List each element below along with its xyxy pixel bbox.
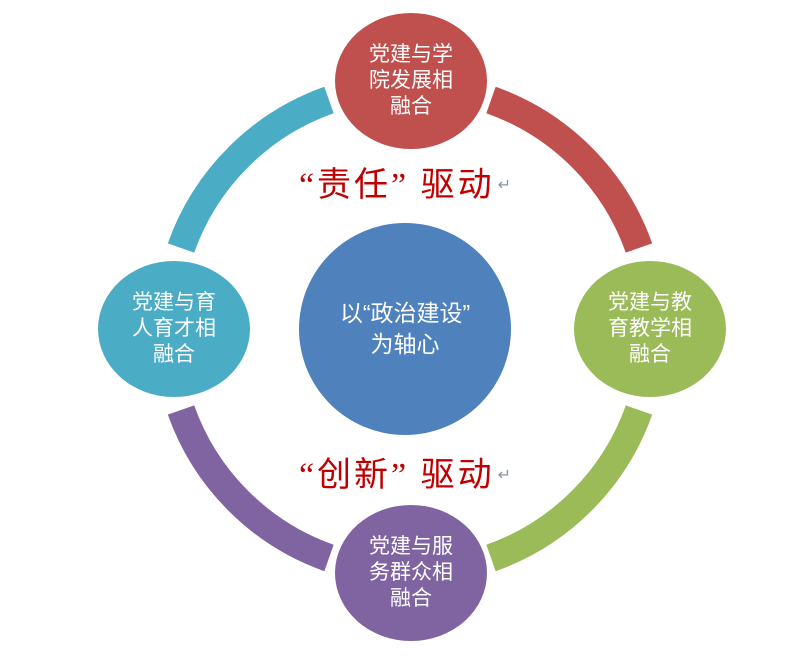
paragraph-mark-icon: ↵	[497, 465, 512, 484]
arc-right-to-bottom-icon	[486, 405, 653, 572]
center-text-line2: 为轴心	[370, 331, 440, 357]
node-right-text-line1: 党建与教	[608, 291, 692, 314]
node-top-circle: 党建与学 院发展相 融合	[335, 13, 487, 149]
node-bottom-text-line2: 务群众相	[369, 561, 453, 584]
arc-left-to-top-icon	[167, 86, 334, 253]
driver-label-innovation-text: “创新” 驱动	[298, 457, 495, 494]
node-bottom-text-line1: 党建与服	[369, 535, 453, 558]
arc-top-to-right-icon	[486, 86, 653, 253]
node-bottom-text-line3: 融合	[390, 587, 432, 610]
node-right-text-line2: 育教学相	[608, 317, 692, 340]
driver-label-responsibility-text: “责任” 驱动	[298, 167, 495, 204]
node-bottom-circle: 党建与服 务群众相 融合	[335, 505, 487, 641]
node-left-circle: 党建与育 人育才相 融合	[98, 261, 250, 397]
node-top-text-line1: 党建与学	[369, 43, 453, 66]
node-left-text-line1: 党建与育	[132, 291, 216, 314]
paragraph-mark-icon: ↵	[497, 175, 512, 194]
driver-label-innovation: “创新” 驱动↵	[155, 454, 655, 497]
node-left-text-line3: 融合	[153, 343, 195, 366]
center-text-line1: 以“政治建设”	[339, 300, 471, 326]
node-left-text-line2: 人育才相	[132, 317, 216, 340]
node-top-text-line2: 院发展相	[369, 69, 453, 92]
node-right-text-line3: 融合	[629, 343, 671, 366]
arc-bottom-to-left-icon	[167, 405, 334, 572]
node-right-circle: 党建与教 育教学相 融合	[574, 261, 726, 397]
driver-label-responsibility: “责任” 驱动↵	[155, 164, 655, 207]
center-circle: 以“政治建设” 为轴心	[299, 223, 511, 435]
node-top-text-line3: 融合	[390, 95, 432, 118]
